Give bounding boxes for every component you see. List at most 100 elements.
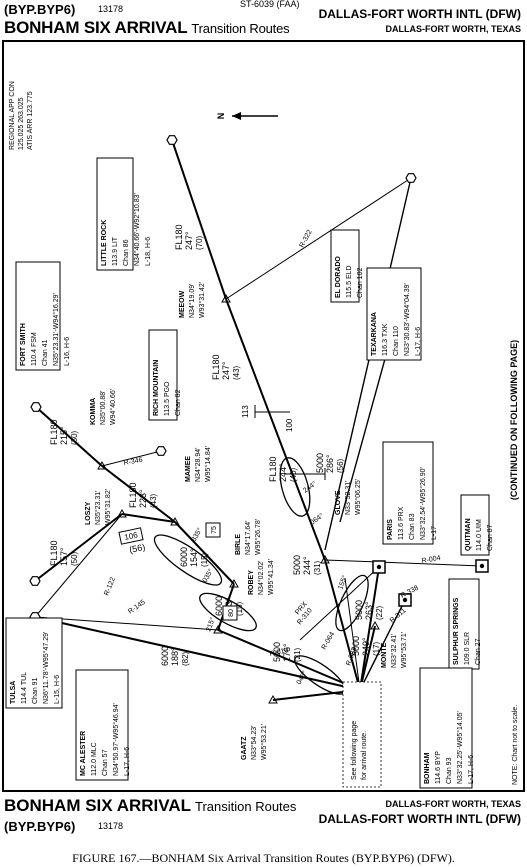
glove-fix-info-line: W95°06.25' (354, 479, 362, 515)
bonham-navaid-box (419, 667, 473, 789)
leg-birle-robey-line: 6000 (179, 547, 189, 567)
leg-glove-mid-line: FL180 (268, 456, 278, 482)
comms-frequencies-line: ATIS ARR 123.775 (27, 91, 34, 150)
texarkana-navaid-info-line: L-17, H-6 (415, 327, 422, 356)
monte-fix-icon (370, 620, 380, 630)
texarkana-navaid-info-line: Chan 110 (393, 326, 400, 356)
leg-komma-mamee-line: 223° (138, 489, 148, 508)
leg-eld-glove-line: (56) (336, 458, 345, 473)
rich-mountain-navaid-info-line: RICH MOUNTAIN (153, 360, 160, 416)
box-106-label: 106 (124, 530, 139, 542)
radial-label-r122: R-122 (103, 576, 117, 596)
loszy-fix-icon (117, 508, 127, 518)
paris-navaid-info-line: L-17 (431, 526, 438, 540)
little-rock-navaid-info-line: LITTLE ROCK (101, 220, 108, 266)
leg-mlc-byp-line: 6000 (160, 646, 170, 666)
heading-335: 335° (190, 526, 204, 543)
leg-meeow-glove-line: 247° (221, 361, 231, 380)
tulsa-navaid-box (5, 617, 63, 709)
quitman-navaid-info-line: 114.0 UIM (476, 519, 483, 551)
leg-prx-byp-line: 5000 (354, 600, 364, 620)
heading-035: 035° (201, 567, 215, 584)
el-dorado-vortac-icon (405, 173, 417, 183)
tulsa-navaid-info-line: Chan 91 (32, 677, 39, 704)
leg-glove-mid-line: 244° (278, 463, 288, 482)
route-mamee-birle (174, 521, 235, 585)
leg-tul-loszy-line: (50) (70, 551, 79, 566)
footer-chart-number: 13178 (98, 821, 124, 831)
el-dorado-navaid-box (330, 229, 360, 303)
route-robey-byp (217, 629, 361, 691)
airport-name: DALLAS-FORT WORTH INTL (DFW) (318, 7, 521, 21)
not-to-scale-note: NOTE: Chart not to scale. (512, 705, 519, 785)
leg-robey-byp-line: (15) (235, 601, 244, 616)
sulphur-springs-navaid-info-line: SULPHUR SPRINGS (453, 597, 460, 665)
chart-id: (BYP.BYP6) (4, 2, 76, 17)
leg-prx-byp-line: (22) (375, 605, 384, 620)
fort-smith-navaid-info-line: FORT SMITH (20, 323, 27, 366)
mamee-fix-info-line: MAMEE (185, 456, 192, 482)
footer-subtitle: Transition Routes (195, 799, 297, 814)
leg-glove-mid-line: (40) (289, 467, 298, 482)
robey-fix-info-line: N34°02.02' (257, 561, 265, 596)
texarkana-navaid-info-line: TEXARKANA (371, 312, 378, 356)
komma-fix-info-line: W94°40.66' (109, 389, 117, 425)
glove-fix-info-line: N33°52.31' (344, 481, 352, 516)
mamee-fix-info-line: W95°14.84' (204, 446, 212, 482)
leg-komma-mamee-line: FL180 (128, 482, 138, 508)
holding-birle (153, 534, 223, 586)
loszy-fix-info-line: LOSZY (85, 501, 92, 525)
route-prx-byp (359, 566, 380, 691)
little-rock-navaid-info-line: Chan 86 (123, 239, 130, 266)
route-tul-loszy (34, 513, 123, 582)
bonham-navaid-info-line: Chan 93 (446, 757, 453, 784)
komma-fix-info-line: KOMMA (90, 398, 97, 425)
radial-byp-r064 (344, 577, 361, 691)
radial-label-r064: R-064 (321, 631, 337, 651)
texarkana-navaid-info-line: 116.3 TXK (382, 323, 389, 356)
radial-label-r311: R-311 (389, 607, 408, 624)
leg-gaatz-byp-line: (21) (293, 647, 302, 662)
radial-label-r346: R-346 (123, 457, 143, 467)
hold-75-label: 75 (211, 526, 218, 534)
birle-fix-icon (229, 578, 239, 588)
holding-glove (279, 457, 311, 517)
leg-robey-byp-line: 6000 (214, 596, 224, 616)
radial-eld-r322 (225, 177, 412, 300)
leg-monte-byp-line: 249° (361, 637, 371, 656)
route-glove-byp (324, 559, 361, 691)
radial-pgo-r346 (101, 450, 162, 467)
figure-caption: FIGURE 167.—BONHAM Six Arrival Transitio… (72, 851, 455, 865)
rich-mountain-navaid-info-line: Chan 82 (175, 389, 182, 416)
texarkana-navaid-info-line: N33°30.83'-W94°04.39' (403, 283, 411, 356)
dist-56-label: (56) (128, 542, 146, 555)
hold-80-label: 80 (228, 609, 235, 617)
bonham-navaid-info-line: L-17, H-6 (468, 755, 475, 784)
meeow-fix-info-line: MEEOW (179, 290, 186, 318)
mc-alester-navaid-info-line: MC ALESTER (80, 731, 87, 776)
leg-tul-loszy-line: 157° (59, 547, 69, 566)
little-rock-navaid-info-line: 113.9 LIT (112, 236, 119, 266)
procedure-subtitle: Transition Routes (191, 21, 290, 36)
holding-robey (199, 592, 257, 632)
leg-meeow-glove-line: FL180 (211, 354, 221, 380)
tulsa-navaid-info-line: L-15, H-6 (54, 675, 61, 704)
chart-header: (BYP.BYP6) 13178 ST-6039 (FAA) BONHAM SI… (0, 0, 527, 42)
north-arrow-head-icon (232, 112, 241, 120)
meeow-fix-info-line: W93°31.42' (198, 282, 206, 318)
meeow-fix-info-line: N34°19.09' (188, 284, 196, 319)
